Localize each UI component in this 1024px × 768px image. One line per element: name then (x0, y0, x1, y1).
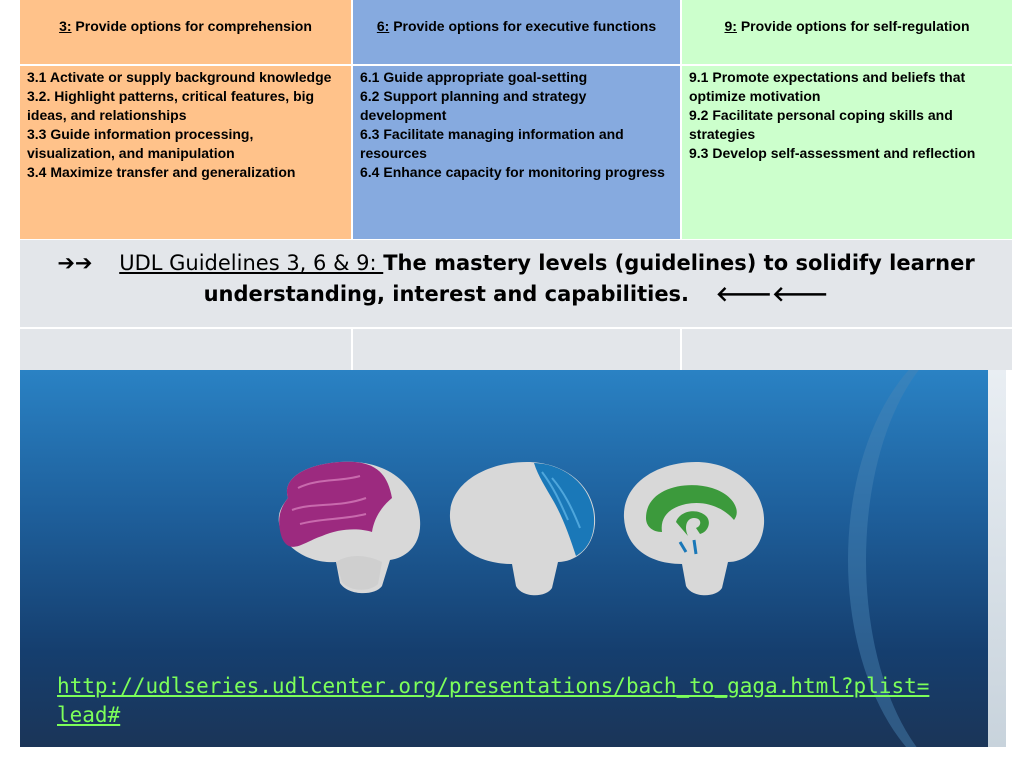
guideline-item: 3.1 Activate or supply background knowle… (27, 69, 332, 85)
empty-cell (20, 329, 351, 370)
column-body-3: 3.1 Activate or supply background knowle… (20, 66, 351, 239)
empty-cell (353, 329, 680, 370)
empty-cell (682, 329, 1012, 370)
column-header-9: 9: Provide options for self-regulation (682, 0, 1012, 64)
header-title: Provide options for self-regulation (736, 18, 970, 34)
column-header-3: 3: Provide options for comprehension (20, 0, 351, 64)
brain-recognition-icon (278, 461, 421, 594)
column-body-6: 6.1 Guide appropriate goal-setting 6.2 S… (353, 66, 680, 239)
guideline-item: 6.3 Facilitate managing information and … (360, 126, 624, 161)
decorative-edge (988, 370, 1006, 747)
banner-guidelines-label: UDL Guidelines 3, 6 & 9: (119, 251, 384, 275)
guideline-item: 9.1 Promote expectations and beliefs tha… (689, 69, 966, 104)
header-title: Provide options for executive functions (389, 18, 657, 34)
header-number: 9: (724, 18, 737, 34)
guideline-item: 6.2 Support planning and strategy develo… (360, 88, 587, 123)
guideline-item: 3.4 Maximize transfer and generalization (27, 164, 296, 180)
column-body-9: 9.1 Promote expectations and beliefs tha… (682, 66, 1012, 239)
header-title: Provide options for comprehension (71, 18, 312, 34)
udl-series-link[interactable]: http://udlseries.udlcenter.org/presentat… (57, 674, 930, 727)
guideline-item: 6.1 Guide appropriate goal-setting (360, 69, 588, 85)
guideline-item: 9.3 Develop self-assessment and reflecti… (689, 145, 976, 161)
guideline-item: 6.4 Enhance capacity for monitoring prog… (360, 164, 665, 180)
arrow-right-icon: ➔➔ (57, 251, 93, 275)
slide-panel: http://udlseries.udlcenter.org/presentat… (20, 370, 1006, 747)
guidelines-table: 3: Provide options for comprehension 6: … (20, 0, 1012, 370)
brain-affective-icon (623, 462, 765, 596)
header-number: 3: (59, 18, 72, 34)
column-header-6: 6: Provide options for executive functio… (353, 0, 680, 64)
header-number: 6: (376, 18, 390, 34)
guideline-item: 3.2. Highlight patterns, critical featur… (27, 88, 315, 123)
guideline-item: 3.3 Guide information processing, visual… (27, 126, 254, 161)
summary-banner: ➔➔ UDL Guidelines 3, 6 & 9: The mastery … (20, 240, 1012, 327)
banner-text: The mastery levels (guidelines) to solid… (203, 251, 975, 306)
guideline-item: 9.2 Facilitate personal coping skills an… (689, 107, 953, 142)
brain-strategic-icon (449, 462, 596, 596)
arrow-left-icon: 🡐🡐 (715, 282, 829, 306)
